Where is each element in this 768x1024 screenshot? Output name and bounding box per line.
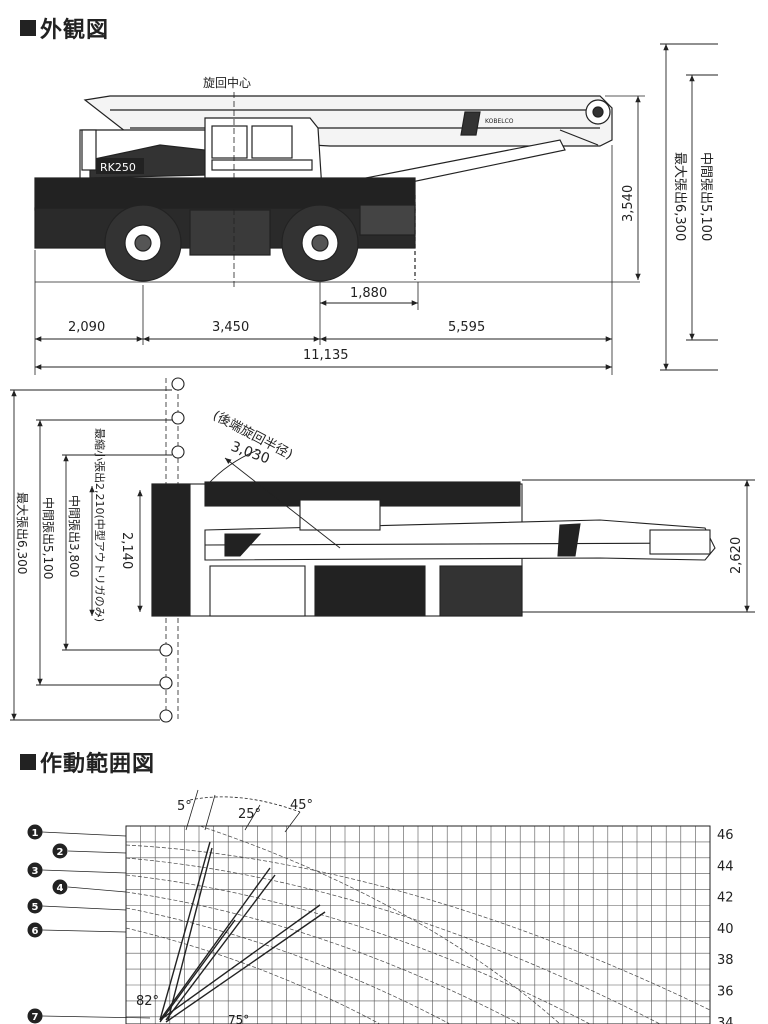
height-tick-label: 38 <box>717 953 734 968</box>
working-range-title: 作動範囲図 <box>40 752 156 777</box>
height-tick-label: 34 <box>717 1016 734 1024</box>
outrigger-3800-top: 中間張出3,800 <box>67 495 82 577</box>
boom-marker-number: 3 <box>32 866 39 877</box>
outrigger-max-side: 最大張出6,300 <box>672 152 687 241</box>
boom-length-markers: 1 2 3 4 5 6 7 <box>27 824 68 1024</box>
dim-1880: 1,880 <box>350 286 387 301</box>
exterior-view-heading: 外観図 <box>20 12 109 44</box>
boom-marker-number: 4 <box>57 883 64 894</box>
tail-radius-arc <box>207 449 259 485</box>
heading-square-icon <box>20 20 36 36</box>
wheels <box>104 204 359 282</box>
height-tick-label: 42 <box>717 891 734 906</box>
tail-radius-line <box>224 457 341 549</box>
boom-marker-circle <box>52 879 68 895</box>
angle-bottom: 75° <box>228 1013 249 1024</box>
boom-marker-number: 7 <box>32 1012 39 1023</box>
outrigger-6300-top: 最大張出6,300 <box>15 492 29 574</box>
height-tick-label: 44 <box>717 859 734 874</box>
boom-marker-circle <box>27 898 43 914</box>
angle-5: 5° <box>177 799 192 814</box>
boom-marker-circle <box>27 922 43 938</box>
angle-82: 82° <box>136 994 159 1009</box>
dim-total-length: 11,135 <box>303 348 349 363</box>
boom-marker-circle <box>52 843 68 859</box>
dim-3450: 3,450 <box>212 320 249 335</box>
boom-marker-circle <box>27 862 43 878</box>
height-tick-label: 36 <box>717 985 734 1000</box>
dim-2090: 2,090 <box>68 320 105 335</box>
working-range-heading: 作動範囲図 <box>20 746 155 778</box>
width-2140: 2,140 <box>119 532 134 569</box>
side-view-drawing <box>34 95 613 282</box>
model-label: RK250 <box>100 161 136 174</box>
height-axis-ticks: 46 44 42 40 38 36 34 <box>717 828 734 1024</box>
outrigger-middle-side: 中間張出5,100 <box>698 152 713 241</box>
rotation-center-label: 旋回中心 <box>203 75 251 90</box>
chassis <box>34 177 416 280</box>
heading-square-icon <box>20 754 36 770</box>
outrigger-5100-top: 中間張出5,100 <box>41 497 56 579</box>
angle-25: 25° <box>238 807 261 822</box>
height-dimension-value: 3,540 <box>621 185 636 222</box>
width-2620: 2,620 <box>729 537 744 574</box>
boom-marker-number: 1 <box>32 828 39 839</box>
boom-marker-number: 6 <box>32 926 39 937</box>
brand-label: KOBELCO <box>485 118 514 125</box>
dim-5595: 5,595 <box>448 320 485 335</box>
height-tick-label: 46 <box>717 828 734 843</box>
top-view-drawing <box>151 377 716 723</box>
boom-marker-number: 2 <box>57 847 64 858</box>
boom-marker-number: 5 <box>32 902 39 913</box>
boom-marker-circle <box>27 1008 43 1024</box>
range-chart <box>41 789 711 1024</box>
outrigger-min-top: 最縮小張出2,210(中型アウトリガのみ) <box>93 428 107 622</box>
exterior-view-title: 外観図 <box>40 18 110 43</box>
angle-45: 45° <box>290 798 313 813</box>
boom-marker-circle <box>27 824 43 840</box>
height-tick-label: 40 <box>717 922 734 937</box>
